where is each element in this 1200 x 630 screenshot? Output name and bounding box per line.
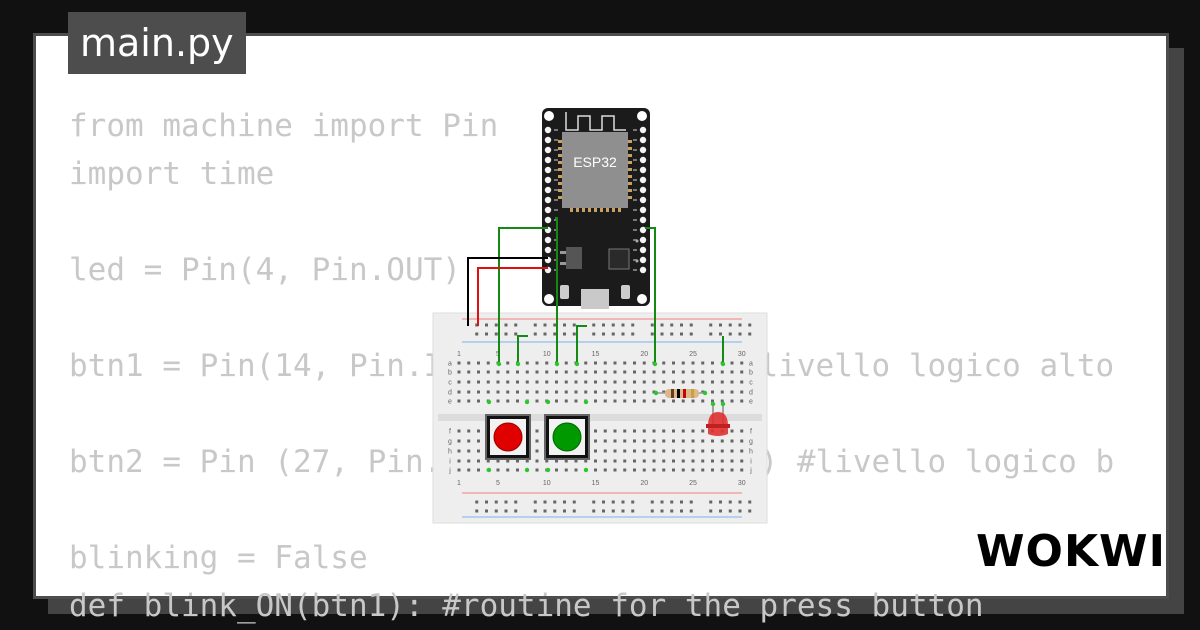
row-letter: h [448,449,452,456]
row-letter: e [749,399,753,406]
row-letter: j [749,468,752,475]
column-number: 10 [543,351,551,358]
column-number: 15 [592,480,600,487]
row-letter: f [750,429,752,436]
wire-green-4 [517,335,528,364]
row-letter: d [448,390,452,397]
red-led[interactable] [706,404,730,436]
row-letter: j [448,468,451,475]
column-number: 30 [738,480,746,487]
wire-green-3 [645,227,656,364]
row-letter: e [448,399,452,406]
code-line: from machine import Pin [69,108,499,144]
row-letter: c [448,380,452,387]
wire-green-1 [498,227,548,364]
row-letter: d [749,390,753,397]
file-tab-label: main.py [80,21,234,65]
push-button-green[interactable] [544,414,590,460]
row-letter: b [448,370,452,377]
row-letter: f [449,429,451,436]
column-number: 20 [640,480,648,487]
code-line: def blink_ON(btn1): #routine for the pre… [69,588,984,624]
file-tab[interactable]: main.py [68,12,246,74]
wire-red [477,267,548,326]
column-number: 5 [496,480,500,487]
esp32-label: ESP32 [573,154,617,170]
connection-dots [486,361,726,473]
row-letter: a [448,361,452,368]
row-letter: h [749,449,753,456]
column-number: 20 [640,351,648,358]
row-letter: b [749,370,753,377]
row-letter: a [749,361,753,368]
row-letter: c [749,380,753,387]
column-number: 25 [689,480,697,487]
resistor[interactable] [656,389,705,398]
esp32-pins [544,126,647,274]
column-number: 25 [689,351,697,358]
column-number: 15 [592,351,600,358]
code-line: blinking = False [69,540,368,576]
code-line: import time [69,156,275,192]
push-button-red[interactable] [485,414,531,460]
row-letter: i [449,459,451,466]
wire-green-5 [576,325,587,364]
wokwi-logo: WOKWI [976,526,1166,577]
column-number: 30 [738,351,746,358]
code-line: led = Pin(4, Pin.OUT) [69,252,461,288]
row-letter: i [750,459,752,466]
column-number: 10 [543,480,551,487]
column-number: 1 [457,351,461,358]
wires [467,217,724,364]
row-letter: g [448,439,452,446]
wire-black [467,257,548,326]
module-pins [558,140,632,212]
row-letter: g [749,439,753,446]
column-number: 1 [457,480,461,487]
esp32-board[interactable]: ESP32 [542,108,650,309]
wire-green-2 [555,217,558,364]
